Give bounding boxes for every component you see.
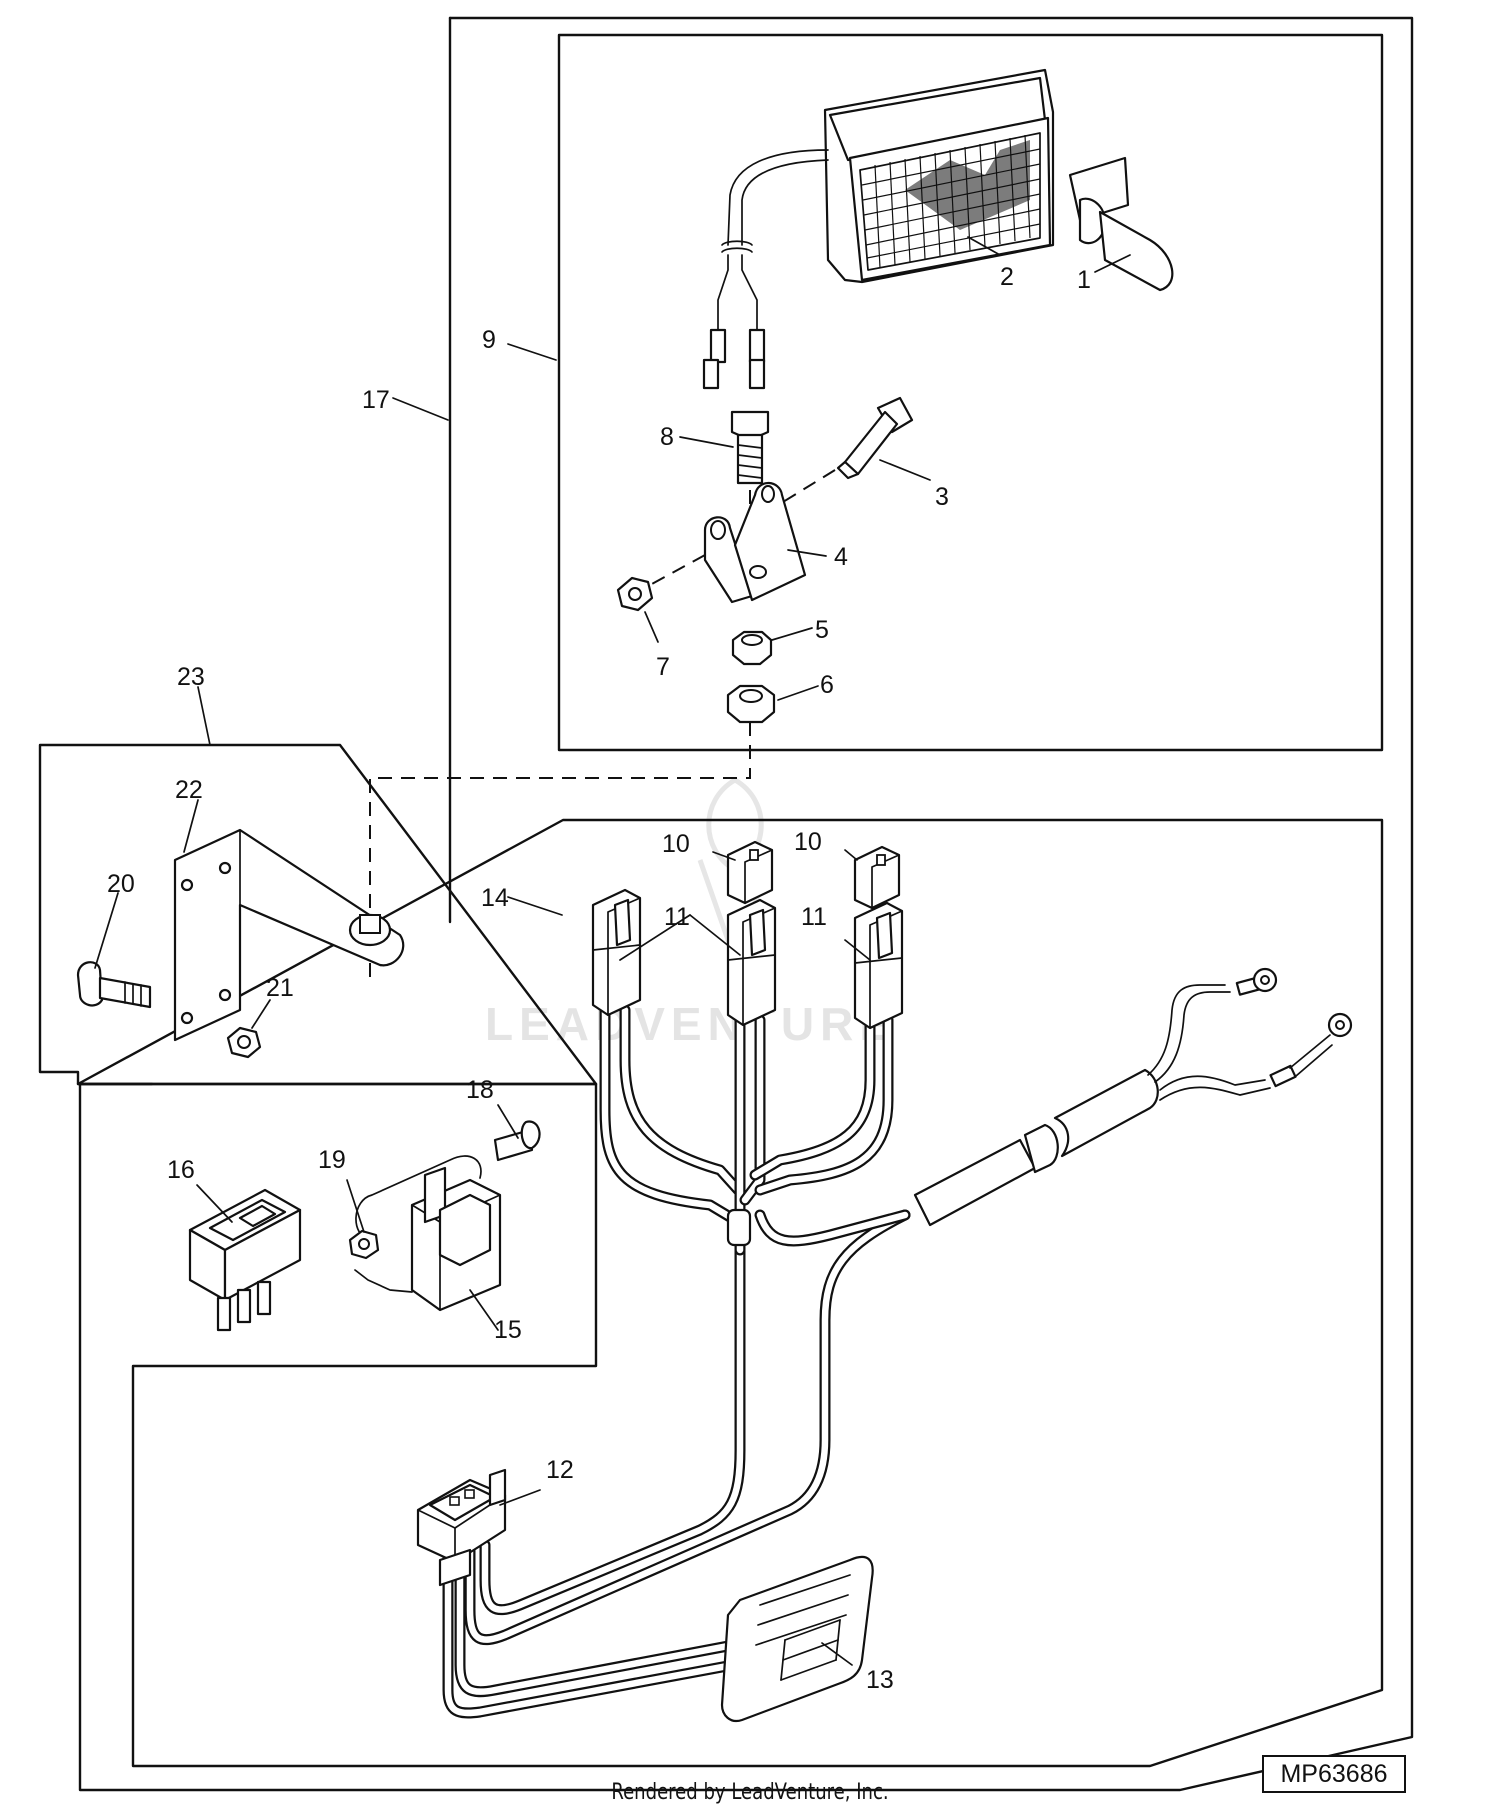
callout-12: 12 — [546, 1456, 574, 1484]
callout-10b: 10 — [794, 828, 822, 856]
harness-connector-12 — [416, 1468, 507, 1587]
rocker-switch — [188, 1188, 302, 1332]
callout-17: 17 — [362, 386, 390, 414]
mount-bracket — [703, 481, 807, 604]
nut-6 — [726, 684, 776, 724]
dashed-leader — [369, 722, 751, 980]
bulb — [1068, 156, 1174, 292]
bolt-3 — [769, 396, 914, 511]
callout-6: 6 — [820, 671, 834, 699]
callout-1: 1 — [1077, 266, 1091, 294]
plug-10b — [853, 845, 901, 910]
callout-20: 20 — [107, 870, 135, 898]
callout-3: 3 — [935, 483, 949, 511]
nut-21 — [226, 1026, 262, 1059]
callout-8: 8 — [660, 423, 674, 451]
callout-18: 18 — [466, 1076, 494, 1104]
watermark-text: LEADVENTURE — [485, 998, 896, 1050]
callouts: 1 2 3 4 5 6 7 8 9 10 10 11 11 12 13 14 1… — [107, 263, 1091, 1694]
work-light — [702, 68, 1055, 390]
callout-10a: 10 — [662, 830, 690, 858]
callout-4: 4 — [834, 543, 848, 571]
callout-21: 21 — [266, 974, 294, 1002]
diagram-code: MP63686 — [1262, 1755, 1406, 1793]
bolt-8 — [730, 410, 770, 485]
callout-11b: 11 — [801, 903, 827, 931]
callout-9: 9 — [482, 326, 496, 354]
nut-19 — [348, 1229, 380, 1260]
callout-2: 2 — [1000, 263, 1014, 291]
callout-22: 22 — [175, 776, 203, 804]
callout-19: 19 — [318, 1146, 346, 1174]
callout-7: 7 — [656, 653, 670, 681]
callout-5: 5 — [815, 616, 829, 644]
callout-13: 13 — [866, 1666, 894, 1694]
connector-11c — [853, 901, 904, 1030]
bolt-20 — [76, 961, 152, 1009]
flange-nut-7 — [616, 576, 654, 612]
connector-11b — [726, 898, 777, 1027]
callout-16: 16 — [167, 1156, 195, 1184]
callout-14: 14 — [481, 884, 509, 912]
wiring-harness — [442, 967, 1353, 1719]
harness-connector-13 — [720, 1555, 874, 1723]
relay-leader-outline — [354, 1269, 413, 1293]
group-outline-9 — [557, 33, 1384, 752]
group-outline-23 — [38, 743, 598, 1086]
connector-11a — [591, 888, 642, 1017]
callout-23: 23 — [177, 663, 205, 691]
callout-11a: 11 — [664, 903, 690, 931]
nut-5 — [731, 630, 773, 666]
screw-18 — [493, 1120, 541, 1162]
render-credit: Rendered by LeadVenture, Inc. — [611, 1780, 889, 1805]
leader-lines — [94, 236, 1131, 1666]
watermark: LEADVENTURE — [485, 777, 896, 1050]
callout-15: 15 — [494, 1316, 522, 1344]
relay — [355, 1155, 502, 1312]
mount-plate-22 — [173, 828, 405, 1042]
plug-10a — [726, 840, 774, 905]
